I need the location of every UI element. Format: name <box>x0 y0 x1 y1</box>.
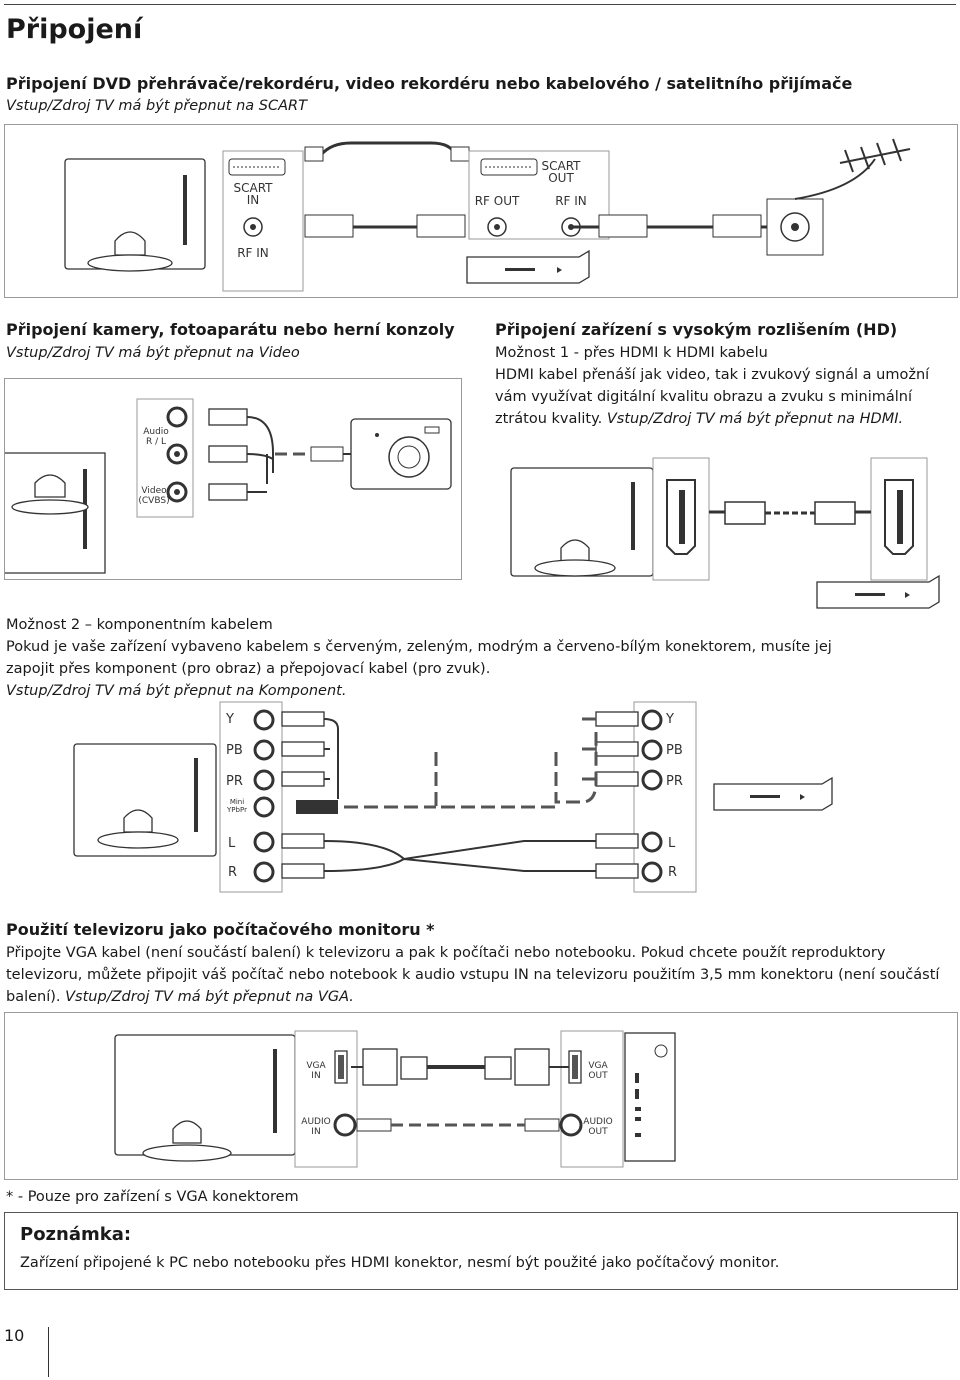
comp-dev-pb-label: PB <box>666 743 683 758</box>
tv-rf-in-label: RF IN <box>237 246 269 260</box>
comp-pr-label: PR <box>226 774 243 789</box>
vga-heading: Použití televizoru jako počítačového mon… <box>6 920 435 939</box>
hd-heading: Připojení zařízení s vysokým rozlišením … <box>495 320 898 339</box>
comp-r-label: R <box>228 865 238 880</box>
camera-heading: Připojení kamery, fotoaparátu nebo herní… <box>6 320 455 339</box>
comp-dev-pr-label: PR <box>666 774 683 789</box>
audio-in-label: AUDIO IN <box>301 1117 331 1137</box>
component-option2: Možnost 2 – komponentním kabelem <box>6 617 273 633</box>
scart-figure: SCART IN RF IN SCART OUT RF OUT RF IN <box>4 124 958 298</box>
hd-line-3: ztrátou kvality. Vstup/Zdroj TV má být p… <box>495 411 904 427</box>
video-cvbs-label: Video (CVBS) <box>138 486 170 506</box>
vga-in-label: VGA IN <box>306 1061 326 1081</box>
tv-illustration <box>64 158 206 272</box>
comp-mini-label: Mini YPbPr <box>227 798 247 814</box>
note-box <box>4 1212 958 1290</box>
note-title: Poznámka: <box>20 1224 132 1245</box>
comp-dev-l-label: L <box>668 836 676 851</box>
hd-line-1: HDMI kabel přenáší jak video, tak i zvuk… <box>495 367 930 383</box>
vga-line-3: balení). Vstup/Zdroj TV má být přepnut n… <box>6 989 354 1005</box>
comp-dev-y-label: Y <box>666 712 674 727</box>
dev-rf-in-label: RF IN <box>555 194 587 208</box>
component-instruction: Vstup/Zdroj TV má být přepnut na Kompone… <box>6 683 347 699</box>
scart-instruction: Vstup/Zdroj TV má být přepnut na SCART <box>6 98 307 114</box>
page-number: 10 <box>4 1326 25 1345</box>
hdmi-figure <box>495 450 956 616</box>
scart-heading: Připojení DVD přehrávače/rekordéru, vide… <box>6 74 853 93</box>
tv-scart-in-label: SCART IN <box>233 181 273 207</box>
audio-out-label: AUDIO OUT <box>583 1117 613 1137</box>
comp-y-label: Y <box>226 712 234 727</box>
vga-line-2: televizoru, můžete připojit váš počítač … <box>6 967 940 983</box>
top-rule <box>4 4 956 5</box>
vga-instruction: Vstup/Zdroj TV má být přepnut na VGA. <box>65 989 354 1005</box>
comp-pb-label: PB <box>226 743 243 758</box>
hd-option1: Možnost 1 - přes HDMI k HDMI kabelu <box>495 345 768 361</box>
component-figure: Y PB PR Mini YPbPr L R Y PB PR L R <box>4 701 956 894</box>
note-text: Zařízení připojené k PC nebo notebooku p… <box>20 1255 780 1271</box>
component-line-1: Pokud je vaše zařízení vybaveno kabelem … <box>6 639 832 655</box>
comp-l-label: L <box>228 836 236 851</box>
vga-out-label: VGA OUT <box>588 1061 608 1081</box>
vga-figure: VGA IN VGA OUT AUDIO IN AUDIO OUT <box>4 1012 958 1180</box>
hd-line-2: vám využívat digitální kvalitu obrazu a … <box>495 389 913 405</box>
page-title: Připojení <box>6 14 143 45</box>
component-line-2: zapojit přes komponent (pro obraz) a pře… <box>6 661 491 677</box>
hd-instruction: Vstup/Zdroj TV má být přepnut na HDMI. <box>606 411 904 427</box>
audio-rl-label: Audio R / L <box>143 427 169 447</box>
vga-footnote: * - Pouze pro zařízení s VGA konektorem <box>6 1189 299 1205</box>
vga-line-1: Připojte VGA kabel (není součástí balení… <box>6 945 886 961</box>
camera-instruction: Vstup/Zdroj TV má být přepnut na Video <box>6 345 300 361</box>
dev-rf-out-label: RF OUT <box>474 194 520 208</box>
page-number-rule <box>48 1327 49 1377</box>
dev-scart-out-label: SCART OUT <box>541 159 581 185</box>
camera-figure: Audio R / L Video (CVBS) <box>4 378 462 580</box>
comp-dev-r-label: R <box>668 865 678 880</box>
